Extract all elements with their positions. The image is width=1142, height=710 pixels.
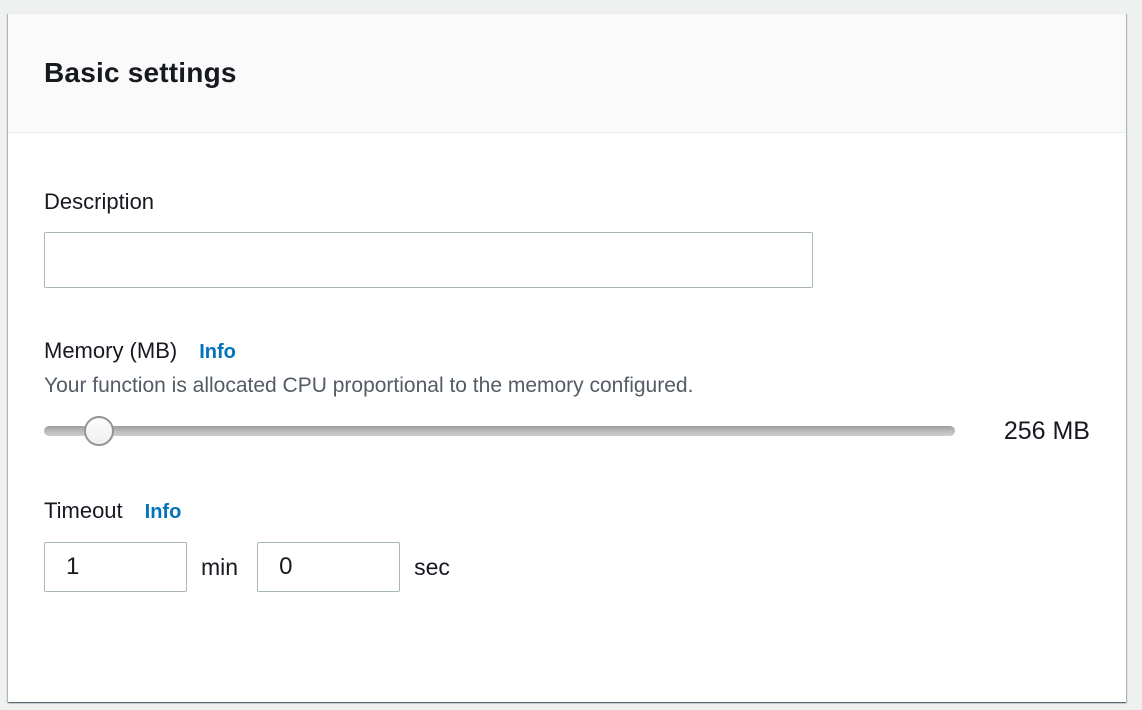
- card-title: Basic settings: [44, 57, 237, 88]
- description-field: Description: [44, 189, 1090, 288]
- timeout-minutes-unit: min: [201, 553, 239, 580]
- basic-settings-card: Basic settings Description Memory (MB) I…: [8, 13, 1126, 702]
- timeout-inputs-row: min sec: [44, 542, 1090, 592]
- memory-label: Memory (MB): [44, 338, 178, 363]
- memory-label-row: Memory (MB) Info: [44, 338, 1090, 364]
- card-header: Basic settings: [8, 14, 1126, 133]
- timeout-seconds-unit: sec: [414, 553, 450, 580]
- timeout-minutes-input[interactable]: [44, 542, 187, 592]
- memory-slider-handle[interactable]: [83, 416, 114, 446]
- description-input[interactable]: [44, 232, 813, 288]
- card-body: Description Memory (MB) Info Your functi…: [8, 133, 1126, 592]
- memory-slider-track[interactable]: [44, 426, 955, 436]
- memory-field: Memory (MB) Info Your function is alloca…: [44, 338, 1090, 448]
- memory-slider[interactable]: [44, 414, 955, 448]
- timeout-field: Timeout Info min sec: [44, 498, 1090, 592]
- timeout-label: Timeout: [44, 498, 123, 523]
- memory-helper-text: Your function is allocated CPU proportio…: [44, 374, 694, 397]
- timeout-seconds-input[interactable]: [257, 542, 401, 592]
- memory-value-display: 256 MB: [1003, 416, 1090, 445]
- timeout-label-row: Timeout Info: [44, 498, 1090, 524]
- memory-info-link[interactable]: Info: [199, 341, 236, 363]
- timeout-info-link[interactable]: Info: [144, 501, 182, 523]
- memory-slider-row: 256 MB: [44, 414, 1090, 448]
- description-label: Description: [44, 189, 155, 214]
